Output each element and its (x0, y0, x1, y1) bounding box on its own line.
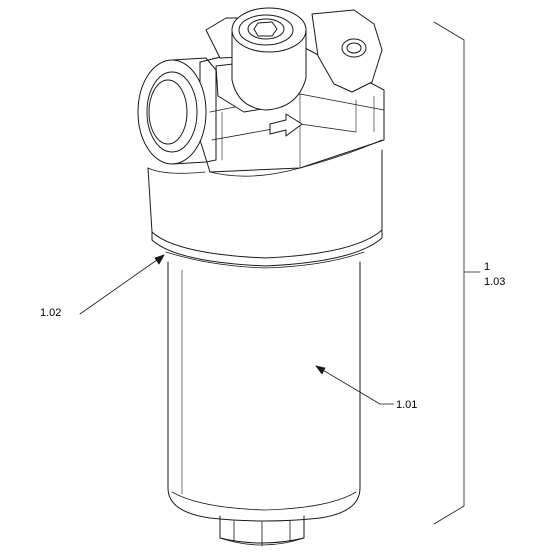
leader-line-102 (79, 254, 165, 315)
leader-lines (79, 254, 395, 405)
filter-bowl (167, 261, 361, 522)
inlet-port (137, 57, 217, 165)
center-boss (231, 7, 307, 111)
leader-arrowhead-102 (154, 254, 165, 265)
drain-plug (219, 515, 305, 547)
leader-arrowhead-101 (315, 365, 326, 375)
callout-label-101: 1.01 (396, 399, 418, 411)
height-dimension (433, 21, 481, 525)
seal-ring (151, 229, 383, 269)
callout-label-assembly: 1 (484, 261, 491, 273)
callout-label-103: 1.03 (484, 276, 506, 288)
callout-label-102: 1.02 (40, 307, 62, 319)
leader-line-101 (315, 365, 381, 405)
flow-arrow-icon (269, 113, 303, 137)
